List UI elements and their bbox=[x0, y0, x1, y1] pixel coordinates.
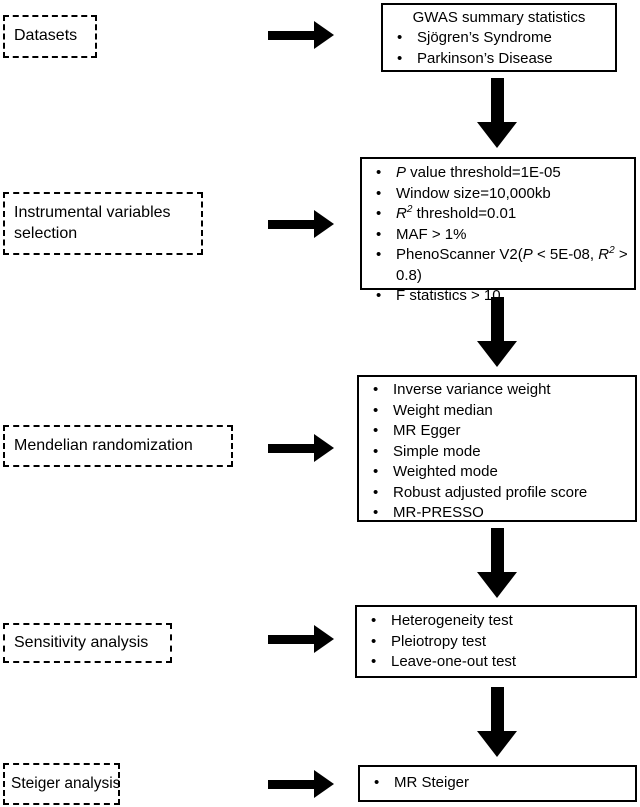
bullet-list-sensitivity: Heterogeneity testPleiotropy testLeave-o… bbox=[357, 611, 635, 673]
arrow-down-icon bbox=[477, 297, 517, 367]
label-box-instrumental-variables-selection: Instrumental variables selection bbox=[3, 192, 203, 255]
bullet-text-segment: Simple mode bbox=[393, 442, 481, 460]
label-box-sensitivity-analysis: Sensitivity analysis bbox=[3, 623, 172, 663]
bullet-text-segment: Parkinson’s Disease bbox=[417, 49, 553, 67]
bullet-text-segment: > 0.8) bbox=[396, 246, 628, 284]
arrow-right-icon bbox=[268, 21, 334, 49]
arrow-right-icon bbox=[268, 625, 334, 653]
arrow-right-icon bbox=[268, 434, 334, 462]
bullet-item: MR Steiger bbox=[360, 773, 635, 794]
arrow-shaft bbox=[490, 297, 504, 341]
bullet-item: Leave-one-out test bbox=[357, 652, 635, 673]
bullet-text-segment: Weight median bbox=[393, 401, 493, 419]
bullet-item: Robust adjusted profile score bbox=[359, 483, 635, 504]
arrow-head bbox=[477, 572, 517, 598]
bullet-text-segment: Pleiotropy test bbox=[391, 632, 487, 650]
arrow-down-icon bbox=[477, 528, 517, 598]
label-instrumental-variables-selection: Instrumental variables selection bbox=[14, 204, 171, 242]
label-mendelian-randomization: Mendelian randomization bbox=[14, 436, 193, 454]
bullet-item: MR-PRESSO bbox=[359, 503, 635, 524]
box-title: GWAS summary statistics bbox=[412, 9, 586, 26]
bullet-text-segment: P bbox=[396, 164, 407, 181]
box-gwas-summary-statistics: GWAS summary statistics Sjögren’s Syndro… bbox=[381, 3, 617, 72]
arrow-shaft bbox=[268, 219, 314, 229]
label-box-mendelian-randomization: Mendelian randomization bbox=[3, 425, 233, 467]
bullet-text-segment: Sjögren’s Syndrome bbox=[417, 29, 552, 46]
arrow-head bbox=[477, 341, 517, 367]
bullet-text-segment: value threshold=1E-05 bbox=[406, 164, 561, 181]
bullet-item: Weighted mode bbox=[359, 462, 635, 483]
arrow-shaft bbox=[268, 634, 314, 644]
arrow-down-icon bbox=[477, 78, 517, 148]
bullet-list-mr: Inverse variance weightWeight median MR E… bbox=[359, 380, 635, 524]
bullet-text-segment: Leave-one-out test bbox=[391, 653, 517, 670]
bullet-text-segment: R bbox=[598, 246, 610, 263]
arrow-shaft bbox=[268, 779, 314, 789]
arrow-shaft bbox=[490, 78, 504, 122]
box-sensitivity-tests: Heterogeneity testPleiotropy testLeave-o… bbox=[355, 605, 637, 678]
arrow-shaft bbox=[490, 528, 504, 572]
bullet-text-segment: MAF > 1% bbox=[396, 225, 467, 243]
label-box-steiger-analysis: Steiger analysis bbox=[3, 763, 120, 805]
bullet-item: F statistics > 10 bbox=[362, 286, 634, 307]
bullet-text-segment: Window size=10,000kb bbox=[396, 184, 551, 202]
bullet-item: Simple mode bbox=[359, 442, 635, 463]
bullet-list-iv: P value threshold=1E-05Window size=10,00… bbox=[362, 163, 634, 307]
arrow-shaft bbox=[268, 443, 314, 453]
arrow-shaft bbox=[490, 687, 504, 731]
bullet-item: MAF > 1% bbox=[362, 225, 634, 246]
bullet-text-segment: MR-PRESSO bbox=[393, 504, 484, 521]
bullet-text-segment: MR Egger bbox=[393, 422, 461, 439]
bullet-item: Heterogeneity test bbox=[357, 611, 635, 632]
arrow-head bbox=[314, 770, 334, 798]
bullet-text-segment: Weighted mode bbox=[393, 463, 498, 480]
bullet-item: Parkinson’s Disease bbox=[383, 49, 615, 70]
bullet-text-segment: F statistics > 10 bbox=[396, 287, 501, 304]
arrow-right-icon bbox=[268, 770, 334, 798]
bullet-list-gwas: Sjögren’s SyndromeParkinson’s Disease bbox=[383, 28, 615, 69]
arrow-down-icon bbox=[477, 687, 517, 757]
bullet-list-steiger: MR Steiger bbox=[360, 773, 635, 794]
arrow-head bbox=[314, 210, 334, 238]
box-steiger: MR Steiger bbox=[358, 765, 637, 802]
arrow-head bbox=[314, 625, 334, 653]
bullet-text-segment: PhenoScanner V2( bbox=[396, 246, 523, 263]
label-datasets: Datasets bbox=[14, 27, 78, 45]
label-steiger-analysis: Steiger analysis bbox=[11, 775, 121, 793]
box-instrumental-variables-criteria: P value threshold=1E-05Window size=10,00… bbox=[360, 157, 636, 306]
bullet-item: R2 threshold=0.01 bbox=[362, 204, 634, 225]
bullet-item: Weight median bbox=[359, 401, 635, 422]
bullet-text-segment: P bbox=[522, 246, 533, 263]
bullet-text-segment: 2 bbox=[406, 204, 413, 215]
arrow-shaft bbox=[268, 30, 314, 40]
arrow-right-icon bbox=[268, 210, 334, 238]
bullet-text-segment: MR Steiger bbox=[394, 774, 470, 791]
bullet-text-segment: < 5E-08, bbox=[532, 246, 599, 263]
bullet-item: Sjögren’s Syndrome bbox=[383, 28, 615, 49]
box-mendelian-randomization-methods: Inverse variance weightWeight median MR E… bbox=[357, 375, 637, 524]
bullet-item: Pleiotropy test bbox=[357, 632, 635, 653]
bullet-item: MR Egger bbox=[359, 421, 635, 442]
bullet-item: PhenoScanner V2(P < 5E-08, R2 > 0.8) bbox=[362, 245, 634, 286]
bullet-text-segment: Robust adjusted profile score bbox=[393, 483, 588, 501]
bullet-text-segment: 2 bbox=[609, 245, 615, 256]
bullet-text-segment: Heterogeneity test bbox=[391, 612, 513, 629]
bullet-text-segment: threshold=0.01 bbox=[412, 205, 517, 222]
arrow-head bbox=[477, 122, 517, 148]
label-sensitivity-analysis: Sensitivity analysis bbox=[14, 633, 149, 651]
arrow-head bbox=[314, 434, 334, 462]
bullet-text-segment: Inverse variance weight bbox=[393, 381, 551, 398]
arrow-head bbox=[477, 731, 517, 757]
bullet-item: Window size=10,000kb bbox=[362, 184, 634, 205]
label-box-datasets: Datasets bbox=[3, 15, 97, 58]
bullet-text-segment: R bbox=[396, 205, 407, 222]
bullet-item: Inverse variance weight bbox=[359, 380, 635, 401]
bullet-item: P value threshold=1E-05 bbox=[362, 163, 634, 184]
arrow-head bbox=[314, 21, 334, 49]
